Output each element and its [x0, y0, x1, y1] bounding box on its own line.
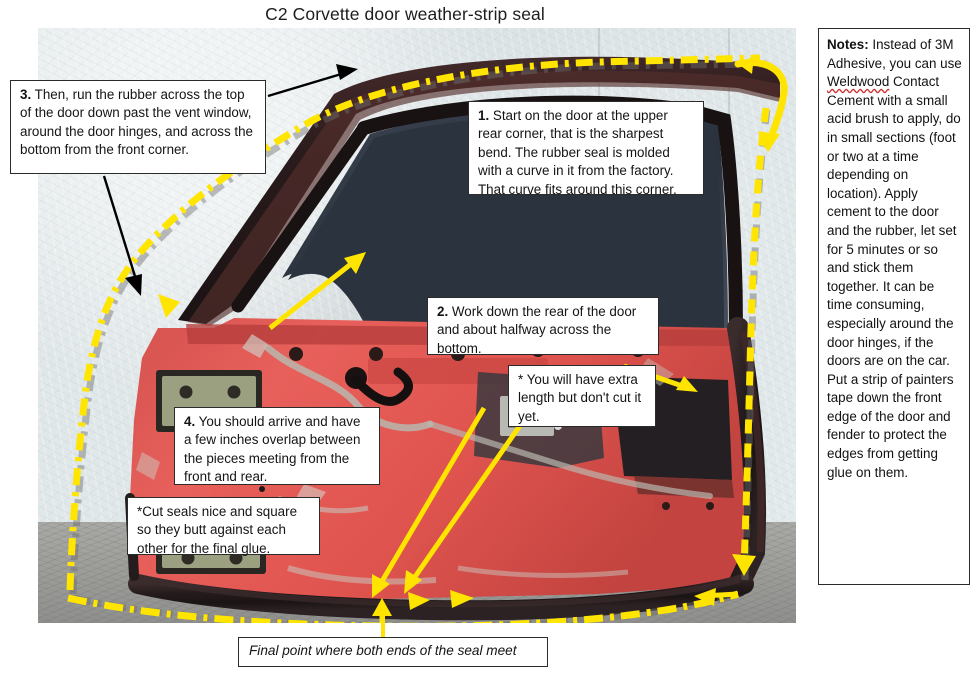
seal-route-rear — [740, 107, 770, 569]
notes-text-part1: Instead of 3M Adhesive, you can use — [827, 37, 962, 71]
callout-final-point: Final point where both ends of the seal … — [238, 637, 548, 667]
curved-yellow-arrow-icon — [734, 59, 788, 150]
callout-step-3: 3. Then, run the rubber across the top o… — [10, 80, 266, 174]
spellcheck-word: Weldwood — [827, 74, 890, 90]
callout-step-2-text: Work down the rear of the door and about… — [437, 304, 637, 356]
callout-step-4-number: 4. — [184, 414, 196, 429]
callout-extra-length: * You will have extra length but don't c… — [508, 365, 656, 427]
callout-step-1: 1. Start on the door at the upper rear c… — [468, 101, 704, 197]
callout-step-3-text: Then, run the rubber across the top of t… — [20, 87, 254, 158]
notes-label: Notes: — [827, 37, 869, 52]
callout-step-2-number: 2. — [437, 304, 449, 319]
seal-route-bottom — [67, 590, 740, 623]
notes-panel: Notes: Instead of 3M Adhesive, you can u… — [818, 28, 970, 585]
callout-step-4-text: You should arrive and have a few inches … — [184, 414, 361, 485]
callout-step-3-number: 3. — [20, 87, 32, 102]
callout-step-1-text: Start on the door at the upper rear corn… — [478, 108, 677, 197]
callout-step-2: 2. Work down the rear of the door and ab… — [427, 297, 659, 356]
callout-step-4: 4. You should arrive and have a few inch… — [174, 407, 380, 485]
seal-route-top — [66, 54, 761, 591]
callout-cut-seals: *Cut seals nice and square so they butt … — [127, 497, 320, 556]
notes-text-part2: Contact Cement with a small acid brush t… — [827, 74, 961, 480]
callout-step-1-number: 1. — [478, 108, 490, 123]
page-title: C2 Corvette door weather-strip seal — [265, 4, 545, 24]
